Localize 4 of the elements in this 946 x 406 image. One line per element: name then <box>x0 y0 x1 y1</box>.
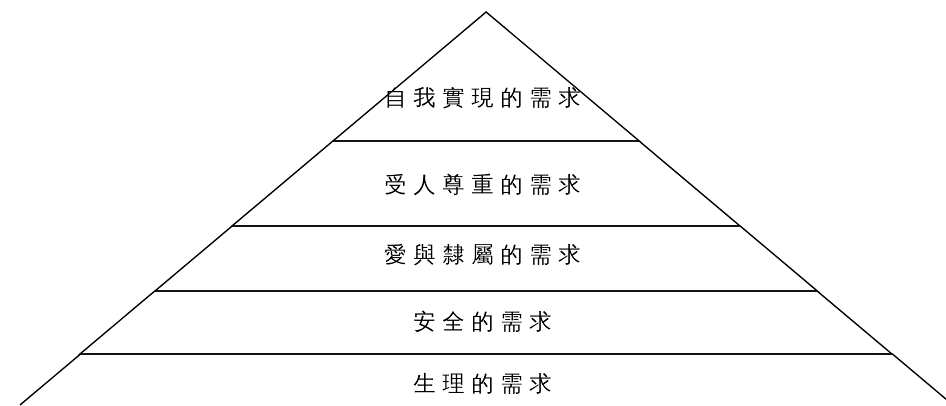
level-label: 愛與隸屬的需求 <box>384 242 588 270</box>
level-label: 受人尊重的需求 <box>384 172 588 200</box>
level-label: 安全的需求 <box>413 309 558 337</box>
level-label: 生理的需求 <box>413 371 558 399</box>
